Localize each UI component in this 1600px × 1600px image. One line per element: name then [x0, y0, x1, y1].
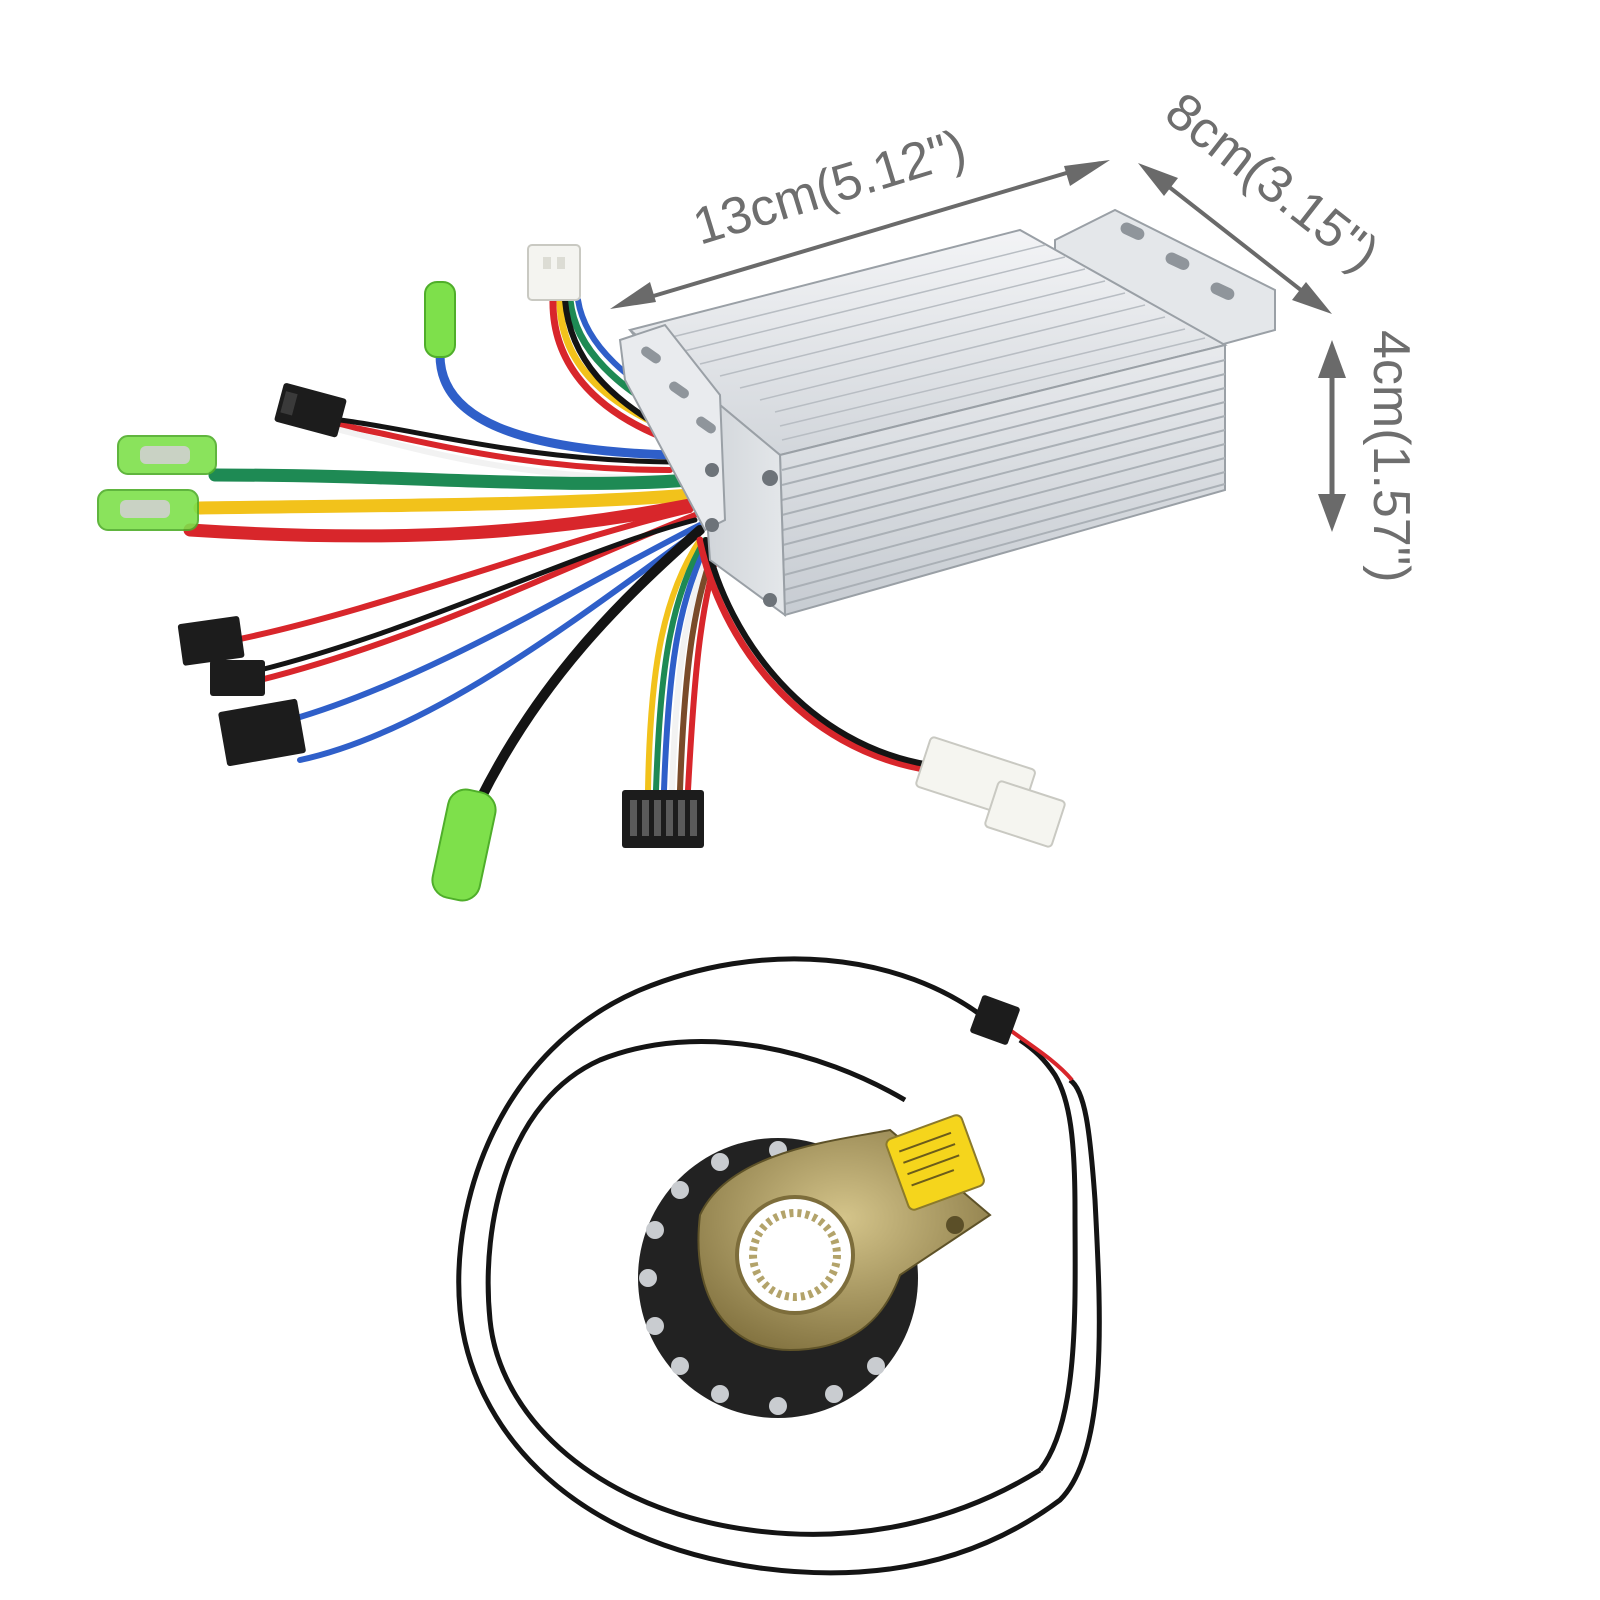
black-connector-top-left: [274, 383, 347, 438]
magnet-holes: [639, 1141, 885, 1415]
green-terminal-left-lower: [97, 489, 199, 531]
black-connector-left-3: [218, 698, 306, 767]
sensor-module: [885, 1114, 985, 1234]
green-terminal-left-upper: [117, 435, 217, 475]
white-connector-large: [915, 736, 1066, 848]
pas-sensor: [456, 956, 1102, 1576]
height-label: 4cm(1.57"): [1362, 330, 1420, 583]
green-terminal-top: [424, 281, 456, 358]
sensor-connector: [970, 995, 1020, 1045]
height-arrow: [1318, 340, 1346, 532]
sensor-cable: [456, 956, 1102, 1576]
black-connector-left-1: [177, 616, 245, 666]
controller-connectors: [97, 244, 1066, 902]
green-terminal-bottom: [431, 788, 497, 902]
controller-body: [618, 208, 1276, 618]
six-pin-connector: [622, 790, 704, 848]
black-connector-left-2: [210, 660, 265, 696]
width-arrow: [1138, 163, 1332, 314]
controller-wires: [183, 296, 934, 805]
length-arrow: [610, 160, 1110, 309]
length-label: 13cm(5.12"): [687, 119, 973, 257]
white-connector-top: [527, 244, 581, 301]
